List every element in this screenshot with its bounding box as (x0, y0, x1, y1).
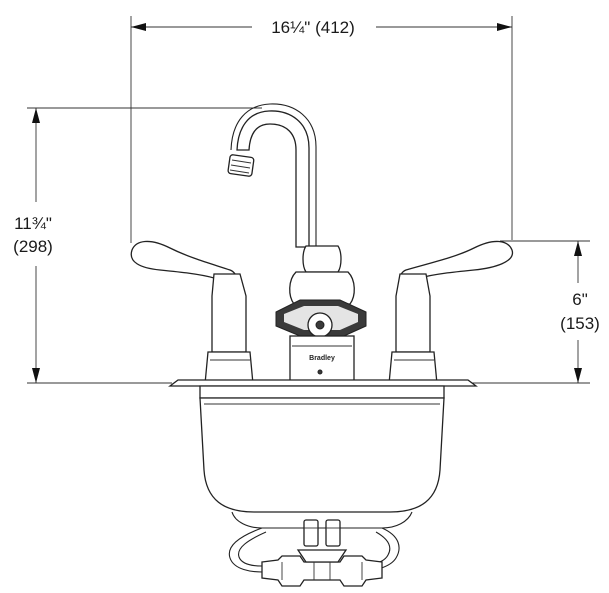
svg-text:16¼" (412): 16¼" (412) (271, 18, 355, 37)
gooseneck-spout (227, 103, 317, 248)
width-imperial: 16¼" (271, 18, 310, 37)
left-handle (130, 240, 254, 385)
height-metric: (298) (13, 237, 53, 256)
handle-height-imperial: 6" (572, 290, 588, 309)
handle-height-metric: (153) (560, 314, 600, 333)
width-metric: (412) (315, 18, 355, 37)
center-valve-body: Bradley (275, 245, 367, 385)
supply-lines (228, 519, 400, 587)
right-handle (388, 240, 513, 385)
brand-mark: Bradley (309, 355, 335, 362)
width-dimension: 16¼" (412) (130, 16, 513, 243)
height-imperial: 11¾" (14, 214, 52, 233)
height-dimension: 11¾" (298) (13, 107, 262, 384)
handle-height-dimension: 6" (153) (440, 240, 600, 384)
sink-bowl (168, 379, 478, 529)
